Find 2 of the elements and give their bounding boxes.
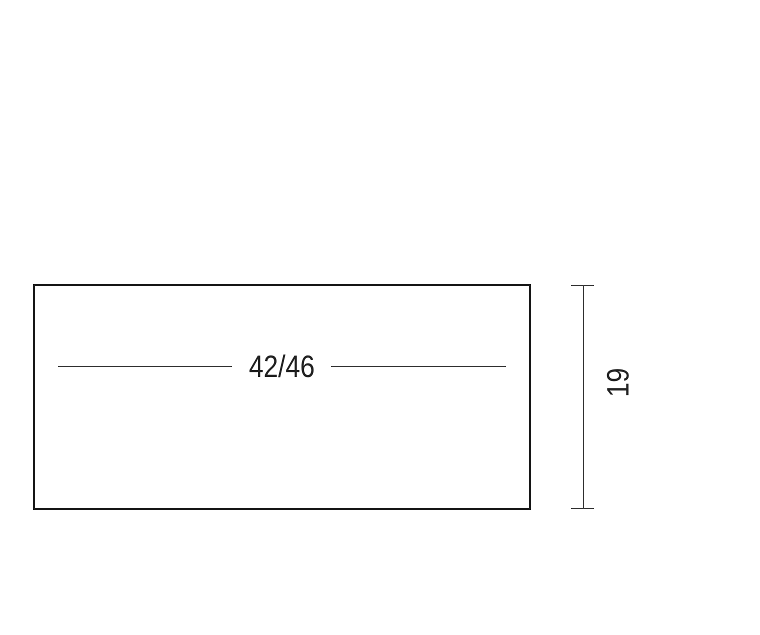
dimension-label: 42/46 [248,350,315,382]
dimension-label: 19 [602,367,634,397]
